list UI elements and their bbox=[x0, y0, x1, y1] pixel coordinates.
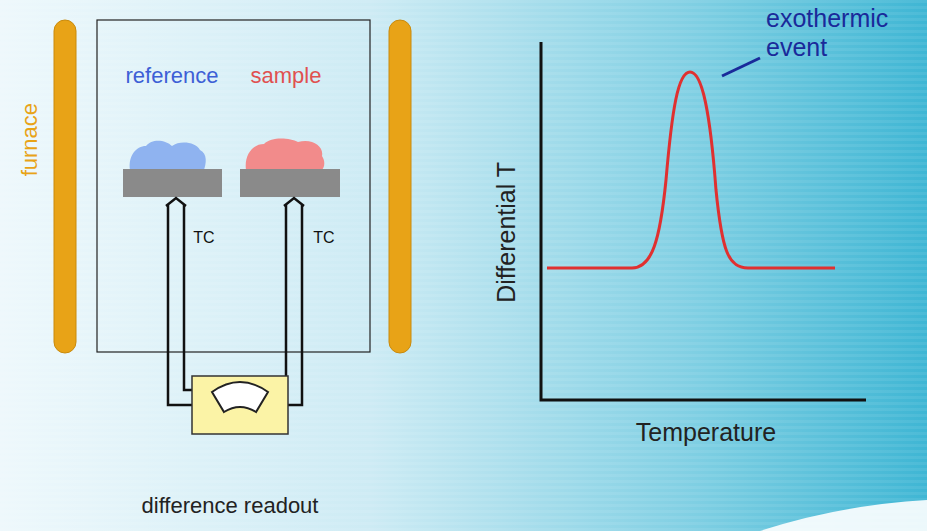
furnace-bar bbox=[389, 20, 411, 353]
readout-caption: difference readout bbox=[142, 493, 319, 518]
sample-material bbox=[246, 139, 325, 171]
thermocouple-wire bbox=[166, 198, 304, 405]
reference-material bbox=[130, 141, 206, 170]
readout-box bbox=[192, 376, 288, 434]
reference-label: reference bbox=[126, 63, 219, 88]
furnace-label: furnace bbox=[17, 103, 42, 176]
sample-label: sample bbox=[251, 63, 322, 88]
thermocouple-label: TC bbox=[313, 229, 334, 247]
axis-label: Temperature bbox=[636, 418, 776, 447]
dta-curve bbox=[547, 72, 835, 268]
furnace-bar bbox=[54, 20, 76, 353]
axis-label: Differential T bbox=[492, 162, 521, 303]
sample-holder bbox=[123, 169, 222, 197]
callout-label: exothermic event bbox=[766, 4, 916, 62]
sample-holder bbox=[240, 169, 340, 197]
leader-line bbox=[722, 58, 760, 76]
thermocouple-label: TC bbox=[193, 229, 214, 247]
gauge-icon bbox=[212, 382, 268, 412]
chamber-box bbox=[97, 20, 370, 352]
chart-axes bbox=[541, 42, 866, 400]
